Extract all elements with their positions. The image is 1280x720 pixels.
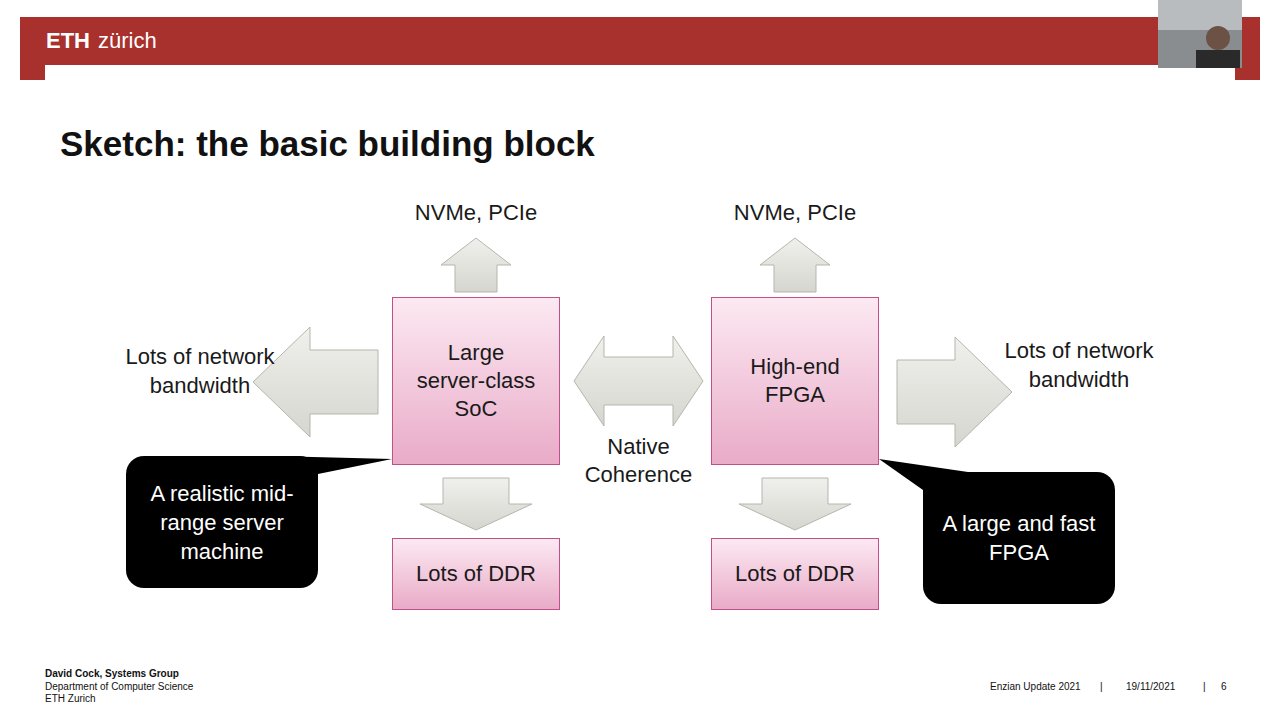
- logo-text: ETH: [46, 28, 106, 54]
- webcam-background: [1158, 0, 1242, 30]
- node-text: A realistic mid-range server machine: [138, 479, 306, 566]
- webcam-person: [1196, 50, 1240, 68]
- network-label: Lots of network bandwidth: [1004, 336, 1154, 394]
- left-arrow: [253, 327, 378, 437]
- page-number: 6: [1221, 681, 1241, 693]
- footer-separator: |: [1100, 681, 1110, 693]
- slide-title: Sketch: the basic building block: [60, 124, 595, 164]
- interface-label: NVMe, PCIe: [695, 200, 895, 226]
- header-bar: [20, 17, 1260, 65]
- block-arrow: [420, 478, 532, 530]
- webcam-person: [1206, 26, 1230, 50]
- logo-text: zürich: [98, 28, 178, 54]
- right-arrow: [897, 337, 1012, 447]
- callout-bubble: A realistic mid-range server machine: [126, 456, 318, 588]
- up-arrow: [441, 238, 511, 292]
- memory-box: Lots of DDR: [711, 538, 879, 610]
- block-arrow: [739, 478, 851, 530]
- callout-bubble: A large and fast FPGA: [923, 472, 1115, 604]
- footer-event: Enzian Update 2021: [990, 681, 1100, 693]
- up-arrow: [760, 238, 830, 292]
- header-tab: [20, 65, 45, 80]
- soc-box: Large server-class SoC: [392, 297, 560, 465]
- interface-label: NVMe, PCIe: [376, 200, 576, 226]
- footer-separator: |: [1203, 681, 1213, 693]
- webcam-thumbnail: [1158, 0, 1242, 68]
- footer-institution: ETH Zurich: [45, 693, 345, 705]
- node-text: High-end FPGA: [732, 353, 858, 409]
- node-text: Large server-class SoC: [413, 339, 539, 423]
- node-text: A large and fast FPGA: [935, 509, 1103, 567]
- node-text: Lots of DDR: [416, 560, 536, 588]
- footer-author: David Cock, Systems Group: [45, 668, 345, 680]
- footer-department: Department of Computer Science: [45, 681, 345, 693]
- footer-date: 19/11/2021: [1126, 681, 1196, 693]
- memory-box: Lots of DDR: [392, 538, 560, 610]
- edge-label: Native Coherence: [574, 433, 704, 489]
- block-arrow: [574, 336, 703, 426]
- fpga-box: High-end FPGA: [711, 297, 879, 465]
- network-label: Lots of network bandwidth: [125, 342, 275, 400]
- node-text: Lots of DDR: [735, 560, 855, 588]
